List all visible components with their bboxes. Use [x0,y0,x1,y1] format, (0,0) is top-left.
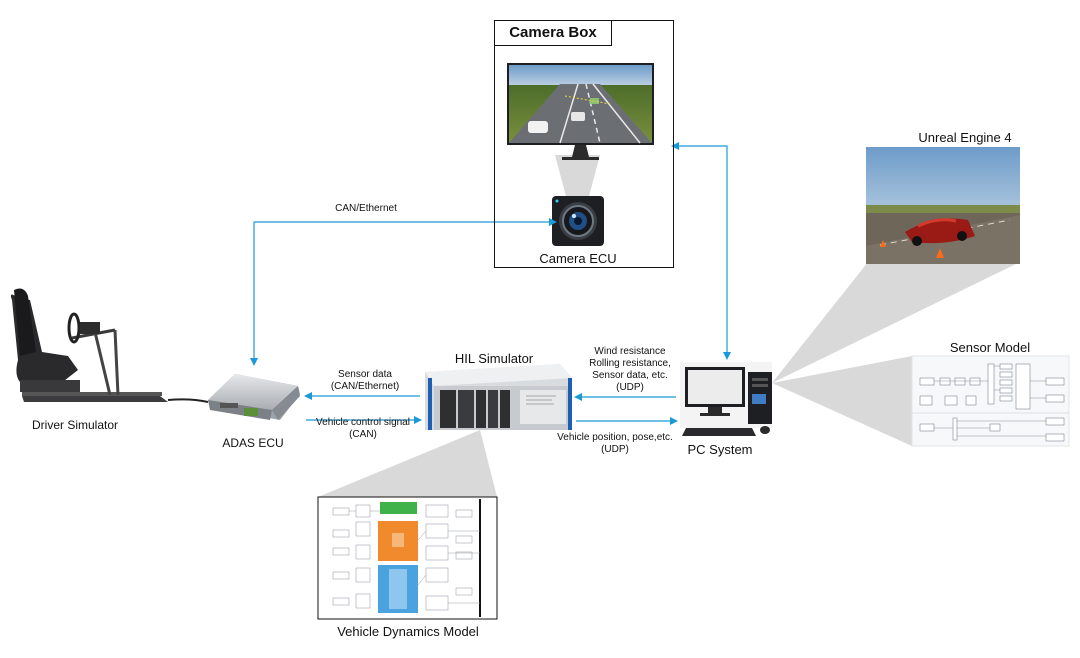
hil-simulator-image [425,364,572,430]
sensor-data-line1: Sensor data [338,369,392,380]
unreal-engine-label: Unreal Engine 4 [918,130,1012,145]
camera-box: Camera Box [494,20,674,268]
camera-ecu-label: Camera ECU [539,251,617,266]
sensor-data-line2: (CAN/Ethernet) [330,381,400,392]
hil-simulator-label: HIL Simulator [454,351,534,366]
vehicle-control-line1: Vehicle control signal [316,417,410,428]
unreal-cone [772,262,1020,383]
can-ethernet-label: CAN/Ethernet [335,203,397,214]
adas-ecu-image [208,374,300,420]
unreal-engine-image [866,147,1020,264]
camera-monitor [507,63,654,160]
wind-line3: Sensor data, etc. [592,370,668,381]
vehicle-dynamics-image [317,496,498,620]
camera-cone [555,155,600,200]
camera-ecu-icon [552,196,604,246]
driver-simulator-image [10,288,209,403]
vehicle-control-label: Vehicle control signal (CAN) [316,417,410,441]
wind-line4: (UDP) [616,382,644,393]
vdm-cone [318,430,497,497]
vehicle-position-line2: (UDP) [601,444,629,455]
sensor-data-label: Sensor data (CAN/Ethernet) [331,369,399,393]
camera-pc-arrow [671,142,731,360]
adas-ecu-label: ADAS ECU [222,436,284,450]
camera-box-title: Camera Box [494,20,612,46]
vehicle-position-label: Vehicle position, pose,etc. (UDP) [557,432,673,456]
can-ethernet-arrow [250,218,557,366]
pc-system-image [680,362,772,436]
wind-line2: Rolling resistance, [589,358,671,369]
vehicle-position-line1: Vehicle position, pose,etc. [557,432,673,443]
wind-line1: Wind resistance [594,346,666,357]
sensor-model-label: Sensor Model [949,340,1031,355]
driver-simulator-label: Driver Simulator [31,418,119,432]
sensor-cone [772,356,912,446]
pc-system-label: PC System [687,442,753,457]
vehicle-control-line2: (CAN) [349,429,377,440]
vehicle-dynamics-label: Vehicle Dynamics Model [337,624,479,639]
sensor-model-image [911,355,1070,447]
wind-resistance-label: Wind resistance Rolling resistance, Sens… [589,346,671,394]
